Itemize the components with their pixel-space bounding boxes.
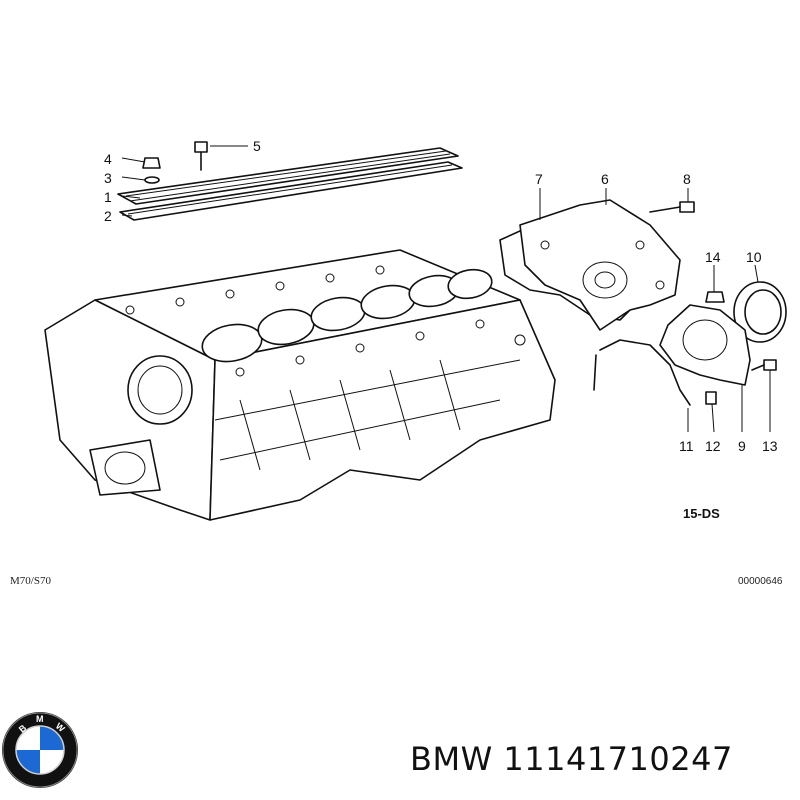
dowel-part-12 xyxy=(705,391,717,405)
callout-8: 8 xyxy=(683,171,691,187)
part-number: 11141710247 xyxy=(503,740,733,778)
brand-name: BMW xyxy=(410,740,493,778)
image-code: 00000646 xyxy=(738,576,783,587)
gasket-part-1 xyxy=(117,147,459,205)
callout-labels: 4 3 1 2 5 7 6 8 14 10 11 12 9 13 xyxy=(104,138,778,454)
callout-4: 4 xyxy=(104,151,112,167)
callout-13: 13 xyxy=(762,438,778,454)
gasket-part-2 xyxy=(119,161,463,221)
bolt-part-5 xyxy=(194,141,208,171)
callout-2: 2 xyxy=(104,208,112,224)
nut-part-4 xyxy=(142,157,161,169)
callout-10: 10 xyxy=(746,249,762,265)
svg-text:M: M xyxy=(36,714,44,724)
bolt-part-13 xyxy=(751,359,777,371)
svg-text:B: B xyxy=(17,722,29,734)
callout-14: 14 xyxy=(705,249,721,265)
callout-7: 7 xyxy=(535,171,543,187)
bolt-part-8 xyxy=(649,201,695,213)
gasket-part-11 xyxy=(593,339,691,406)
callout-1: 1 xyxy=(104,189,112,205)
seal-carrier-part-9 xyxy=(659,304,751,386)
callout-12: 12 xyxy=(705,438,721,454)
callout-5: 5 xyxy=(253,138,261,154)
callout-9: 9 xyxy=(738,438,746,454)
leaders-left xyxy=(121,145,248,217)
nut-part-14 xyxy=(705,291,725,303)
cylinder-bores xyxy=(201,268,493,363)
callout-11: 11 xyxy=(679,438,694,454)
engine-reference: M70/S70 xyxy=(10,575,51,587)
end-cover-part-6 xyxy=(519,199,681,331)
seal-ring-part-10 xyxy=(733,281,787,343)
leaders-right xyxy=(539,188,771,433)
washer-part-3 xyxy=(144,176,160,184)
bmw-logo: B M W xyxy=(2,712,78,788)
part-caption: BMW 11141710247 xyxy=(410,740,733,778)
callout-6: 6 xyxy=(601,171,609,187)
callout-3: 3 xyxy=(104,170,112,186)
diagram-note: 15-DS xyxy=(683,506,720,521)
engine-block xyxy=(44,249,556,521)
